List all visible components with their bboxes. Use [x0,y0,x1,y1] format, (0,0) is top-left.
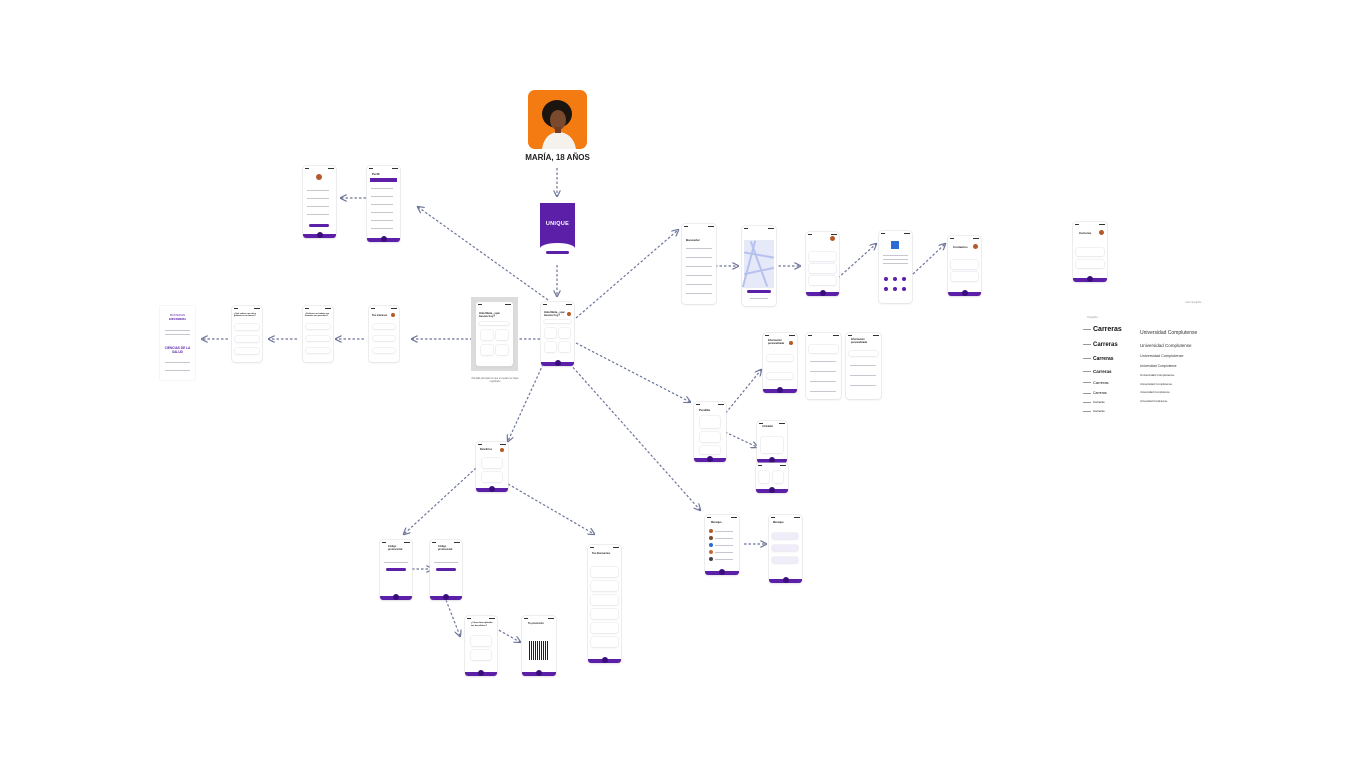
screen-benefits: Beneficios [476,442,508,492]
typo-sample-4: Carreras [1083,369,1112,374]
typography-label: Tipografía [1087,316,1098,319]
screen-redeem: ¿Cómo han aplicado tus beneficios? [465,616,497,676]
messages-title: Mensajes [711,521,722,524]
screen-career-quiz-1: Tus intereses [369,306,399,362]
typo-right-6: Universidad Complutense [1140,382,1173,386]
screen-discounts: Tus Descuentos [588,545,621,663]
arrow-benefits-discounts [507,483,594,534]
typo-right-8: Universidad Complutense [1140,400,1168,403]
screen-info: Información personalizada [763,333,797,393]
screen-map [742,226,776,306]
persona-caption: MARÍA, 18 AÑOS [525,153,590,162]
typo-right-1: Universidad Complutense [1140,330,1198,336]
screen-lost [879,231,912,303]
typo-text-7: Carreras [1093,400,1105,404]
activity-title: Actividad [762,425,773,428]
screen-messages-chat: Mensajes [769,515,802,583]
screen-career-quiz-3: ¿Qué valores que tiene gustaría en tu ca… [232,306,262,362]
typography-color-label: Color tipografía [1185,301,1202,304]
lost-title: Perdida [699,408,711,412]
screen-activity-2 [756,463,788,493]
arrow-lost-contacts2 [912,244,945,275]
screen-info-small: Perdida [694,402,726,462]
screen-home-unregistered: Hola María, ¿qué buscas hoy? [476,302,513,366]
screen-profile-detail [303,166,336,238]
typo-right-2: Universidad Complutense [1140,343,1192,348]
arrow-info-small [719,370,761,421]
typo-text-3: Carreras [1093,356,1114,362]
contacts-title: Contactos [953,245,968,249]
typo-text-8: Carreras [1093,409,1105,413]
qr-title: Tu promoción [528,622,544,625]
result-line1: MÁSTER EN [169,314,186,317]
screen-search: Buscador [682,224,716,304]
result-line3: CIENCIAS DE LA SALUD [164,346,191,354]
chat-title: Mensajes [773,521,784,524]
screen-info-3: Información personalizada [846,333,881,399]
screen-contacts-2: Contactos [948,236,981,296]
arrow-redeem-qr [494,627,520,642]
typo-sample-5: Carreras [1083,380,1109,385]
typo-right-5: Universidad Complutense [1140,373,1175,377]
persona-photo [528,90,587,149]
quiz1-title: Tus intereses [372,314,388,317]
info3-title: Información personalizada [851,338,867,344]
typo-right-3: Universidad Complutense [1140,354,1184,358]
typo-sample-3: Carreras [1083,356,1114,362]
arrow-info-activity [724,431,757,447]
typo-text-2: Carreras [1093,342,1118,348]
code2-title: Código promocional [438,545,453,551]
typo-right-7: Universidad Complutense [1140,391,1170,394]
arrow-home-profile [418,207,549,301]
screen-careers-list: Carreras [1073,222,1107,282]
unregistered-home-title: Hola María, ¿qué buscas hoy? [479,312,500,318]
arrow-home-search [575,230,678,319]
arrow-home-benefits [508,359,546,441]
quiz2-title: ¿Prefieres un trabajo con contacto con p… [305,313,330,318]
screen-code-1: Código promocional [380,540,412,600]
screen-activity: Actividad [757,421,787,463]
typo-sample-8: Carreras [1083,409,1105,413]
redeem-title: ¿Cómo han aplicado tus beneficios? [471,622,493,627]
typo-sample-7: Carreras [1083,400,1105,404]
screen-contact [806,232,839,296]
screen-career-quiz-2: ¿Prefieres un trabajo con contacto con p… [303,306,333,362]
typo-sample-6: Carreras [1083,391,1107,395]
splash-logo: UNIQUE [545,221,570,227]
arrow-home-info [575,342,690,402]
screen-career-result: MÁSTER EN ENFERMERÍA CIENCIAS DE LA SALU… [160,306,195,380]
screen-home: Hola María, ¿qué buscas hoy? [541,302,574,366]
screen-profile: Perfil [367,166,400,242]
benefits-title: Beneficios [480,448,493,451]
typo-sample-1: Carreras [1083,326,1122,333]
splash-start-button[interactable] [546,251,569,254]
typo-sample-2: Carreras [1083,342,1118,348]
screen-profile-title: Perfil [372,172,380,176]
screen-home-title: Hola María, ¿qué buscas hoy? [544,311,565,317]
screen-code-2: Código promocional [430,540,462,600]
info-title: Información personalizada [768,339,784,345]
arrow-home-messages [569,363,700,510]
typo-text-4: Carreras [1093,369,1112,374]
arrow-benefits-code [404,467,477,534]
discounts-title: Tus Descuentos [592,552,611,555]
arrow-contact-lost [837,244,876,279]
typo-text-6: Carreras [1093,391,1107,395]
result-line2: ENFERMERÍA [168,318,187,321]
screen-messages: Mensajes [705,515,739,575]
typo-text-1: Carreras [1093,326,1122,333]
screen-info-2 [806,333,841,399]
typo-right-4: Universidad Complutense [1140,364,1177,368]
arrow-code2-redeem [445,599,460,636]
screen-qr: Tu promoción [522,616,556,676]
qr-code [529,641,548,660]
typo-text-5: Carreras [1093,380,1109,385]
careers-list-title: Carreras [1079,231,1092,235]
unregistered-home-frame: Hola María, ¿qué buscas hoy? [471,297,518,371]
search-title: Buscador [686,238,700,242]
unregistered-caption: Pantalla principal sin que el usuario se… [471,377,519,383]
code1-title: Código promocional [388,545,403,551]
quiz3-title: ¿Qué valores que tiene gustaría en tu ca… [234,313,257,318]
